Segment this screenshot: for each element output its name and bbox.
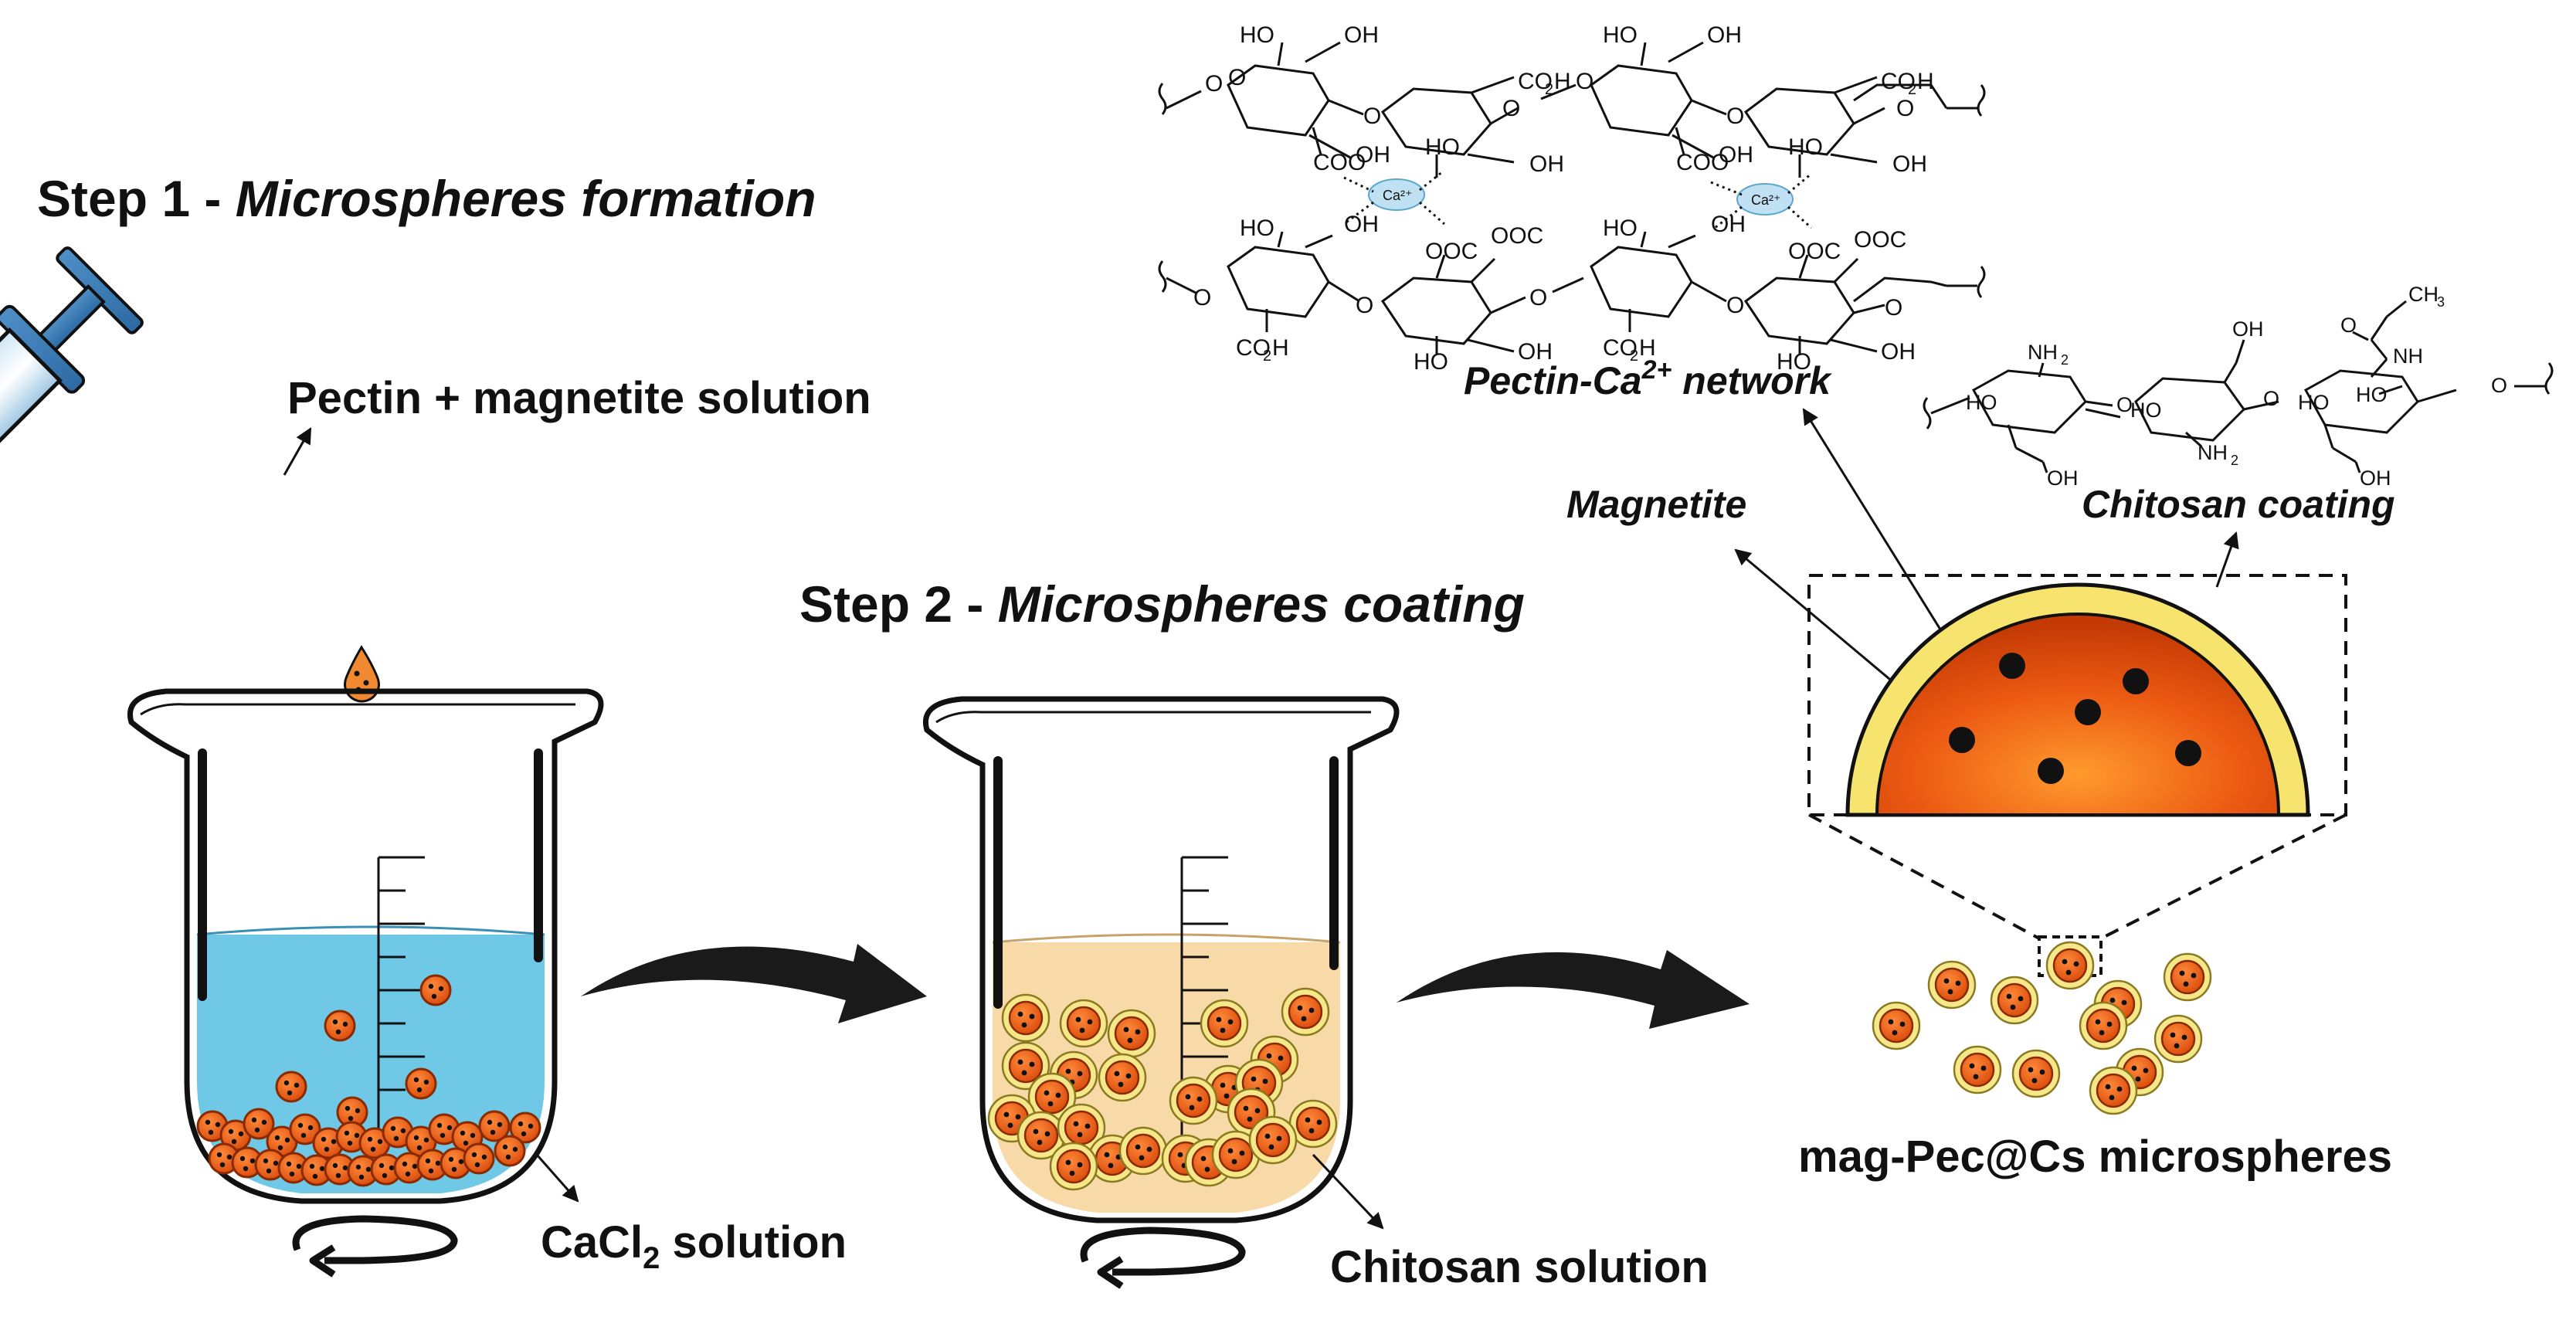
svg-text:HO: HO — [1788, 134, 1823, 160]
svg-text:2: 2 — [1263, 348, 1271, 365]
svg-text:Ca²⁺: Ca²⁺ — [1383, 188, 1413, 203]
svg-text:COO: COO — [1676, 150, 1729, 175]
svg-text:O: O — [1193, 285, 1211, 310]
droplet-icon — [344, 645, 380, 703]
svg-text:OH: OH — [2360, 467, 2391, 490]
microsphere-cross-section — [1807, 574, 2347, 977]
svg-text:O: O — [2340, 314, 2357, 337]
svg-text:HO: HO — [2130, 399, 2162, 422]
beaker-cacl2 — [127, 688, 604, 1204]
svg-text:NH: NH — [2028, 341, 2058, 364]
svg-text:OH: OH — [1518, 339, 1553, 365]
svg-text:O: O — [1356, 293, 1373, 318]
svg-text:OH: OH — [1719, 142, 1753, 168]
svg-text:OH: OH — [1356, 142, 1390, 168]
svg-text:3: 3 — [2437, 294, 2445, 310]
svg-text:HO: HO — [1425, 134, 1460, 160]
beaker-chitosan — [923, 696, 1400, 1223]
svg-text:OH: OH — [1707, 22, 1742, 48]
svg-text:2: 2 — [1545, 81, 1553, 98]
svg-text:HO: HO — [1603, 215, 1638, 241]
process-arrow-1 — [581, 944, 927, 1023]
svg-text:HO: HO — [2298, 391, 2330, 414]
svg-text:OOC: OOC — [1425, 239, 1478, 264]
pectin-network-arrow — [1802, 408, 1963, 665]
svg-text:OH: OH — [2232, 317, 2264, 341]
cacl2-solution-label: CaCl2 solution — [541, 1217, 847, 1275]
svg-text:O: O — [1205, 71, 1223, 97]
calcium-ion-icon: Ca²⁺ Ca²⁺ — [1368, 178, 1794, 215]
svg-text:O: O — [1502, 96, 1520, 121]
svg-text:OOC: OOC — [1788, 239, 1841, 264]
svg-text:HO: HO — [1240, 22, 1274, 48]
stir-rotation-icon-2 — [1080, 1227, 1246, 1289]
svg-text:HO: HO — [1966, 391, 1997, 414]
chitosan-solution-label: Chitosan solution — [1330, 1242, 1709, 1292]
svg-text:O: O — [1726, 293, 1744, 318]
syringe-icon — [0, 246, 144, 564]
svg-text:NH: NH — [2393, 344, 2423, 368]
svg-text:OOC: OOC — [1491, 223, 1543, 249]
svg-text:OH: OH — [1344, 22, 1379, 48]
svg-text:CH: CH — [2408, 283, 2439, 306]
svg-text:HO: HO — [1603, 22, 1638, 48]
chitosan-label-arrow — [1312, 1153, 1384, 1230]
process-arrow-2 — [1397, 950, 1750, 1029]
svg-text:O: O — [2263, 387, 2279, 410]
chitosan-coating-arrow — [2215, 531, 2239, 588]
chitosan-coating-label: Chitosan coating — [2082, 483, 2395, 526]
svg-text:2: 2 — [2061, 352, 2069, 368]
svg-text:CO: CO — [1603, 335, 1638, 361]
svg-text:O: O — [1576, 69, 1593, 94]
svg-text:CO: CO — [1518, 69, 1553, 94]
svg-text:H: H — [1554, 69, 1571, 94]
stir-rotation-icon — [292, 1215, 458, 1278]
svg-text:OH: OH — [1881, 339, 1916, 365]
svg-text:OOC: OOC — [1854, 227, 1906, 253]
svg-text:2: 2 — [1630, 348, 1638, 365]
svg-text:NH: NH — [2198, 441, 2228, 464]
svg-text:OH: OH — [1711, 212, 1746, 237]
magnetite-label: Magnetite — [1566, 483, 1746, 526]
cacl2-label-arrow — [535, 1154, 579, 1203]
svg-text:OH: OH — [1529, 151, 1564, 177]
svg-text:OH: OH — [1344, 212, 1379, 237]
step2-title: Step 2 - Microspheres coating — [799, 575, 1525, 633]
svg-text:H: H — [1917, 69, 1934, 94]
step1-title: Step 1 - Microspheres formation — [37, 170, 816, 227]
svg-text:O: O — [1885, 295, 1902, 321]
svg-text:O: O — [1529, 285, 1547, 310]
svg-text:O: O — [2116, 393, 2133, 416]
pectin-network-label: Pectin-Ca2+ network — [1464, 355, 1832, 402]
svg-text:HO: HO — [2356, 383, 2388, 406]
svg-text:CO: CO — [1881, 69, 1916, 94]
svg-text:Ca²⁺: Ca²⁺ — [1751, 192, 1781, 208]
product-microspheres — [1872, 941, 2212, 1115]
svg-text:O: O — [1896, 96, 1914, 121]
pectin-magnetite-label: Pectin + magnetite solution — [287, 373, 871, 423]
svg-text:O: O — [1363, 103, 1381, 129]
svg-text:CO: CO — [1236, 335, 1271, 361]
svg-text:HO: HO — [1777, 349, 1811, 375]
svg-text:HO: HO — [1414, 349, 1448, 375]
svg-text:HO: HO — [1240, 215, 1274, 241]
svg-text:H: H — [1639, 335, 1656, 361]
svg-text:O: O — [1726, 103, 1744, 129]
svg-text:OH: OH — [1892, 151, 1927, 177]
svg-text:2: 2 — [1908, 81, 1916, 98]
pectin-label-arrow — [283, 427, 312, 476]
svg-text:COO: COO — [1313, 150, 1366, 175]
svg-text:OH: OH — [2047, 467, 2079, 490]
svg-text:H: H — [1272, 335, 1289, 361]
product-label: mag-Pec@Cs microspheres — [1798, 1132, 2392, 1182]
svg-text:O: O — [2491, 374, 2507, 397]
svg-text:2: 2 — [2231, 453, 2238, 468]
svg-text:O: O — [1228, 65, 1246, 90]
